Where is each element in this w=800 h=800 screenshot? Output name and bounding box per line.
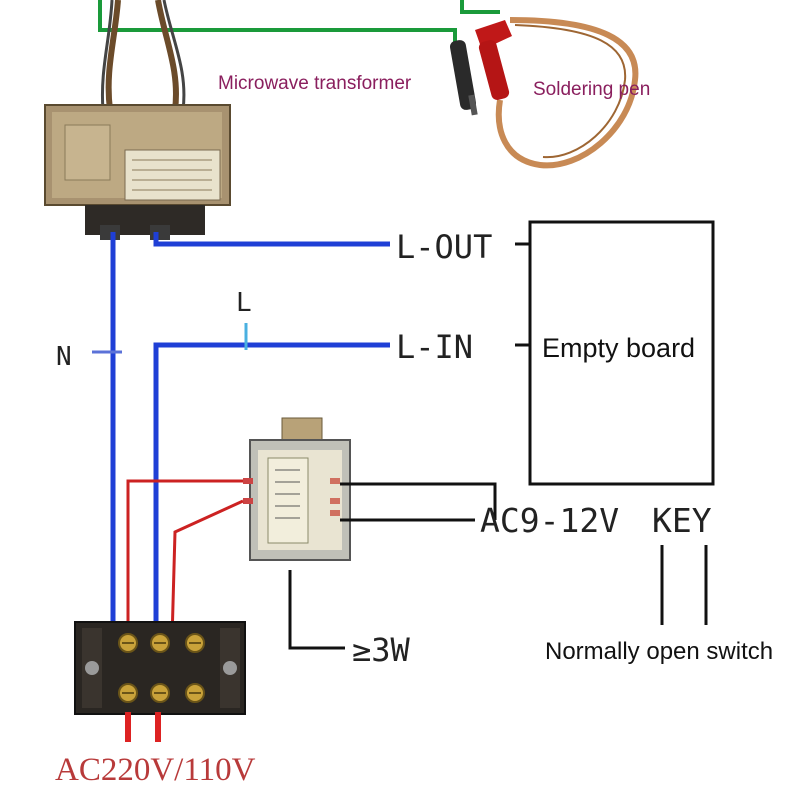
mains-wires (110, 232, 390, 640)
small-transformer (243, 417, 351, 561)
normally-open-switch-label: Normally open switch (545, 638, 773, 665)
mains-label: AC220V/110V (55, 752, 256, 788)
n-label: N (56, 342, 72, 372)
empty-board (528, 220, 715, 486)
terminal-block (74, 621, 246, 715)
l-label: L (236, 288, 252, 318)
jumper-wires (126, 479, 244, 641)
soldering-pen-label: Soldering pen (533, 79, 650, 100)
empty-board-label: Empty board (542, 333, 695, 363)
power-rating-label: ≥3W (352, 631, 411, 669)
microwave-transformer (44, 104, 231, 240)
ac-low-label: AC9-12V (480, 501, 619, 540)
soldering-pen (449, 17, 639, 169)
secondary-wires (288, 482, 497, 650)
l-in-label: L-IN (396, 328, 473, 366)
top-wiring (98, 0, 500, 111)
l-out-label: L-OUT (396, 228, 492, 266)
microwave-transformer-label: Microwave transformer (218, 73, 412, 94)
mains-input-leads (125, 712, 161, 742)
key-label: KEY (652, 501, 712, 540)
